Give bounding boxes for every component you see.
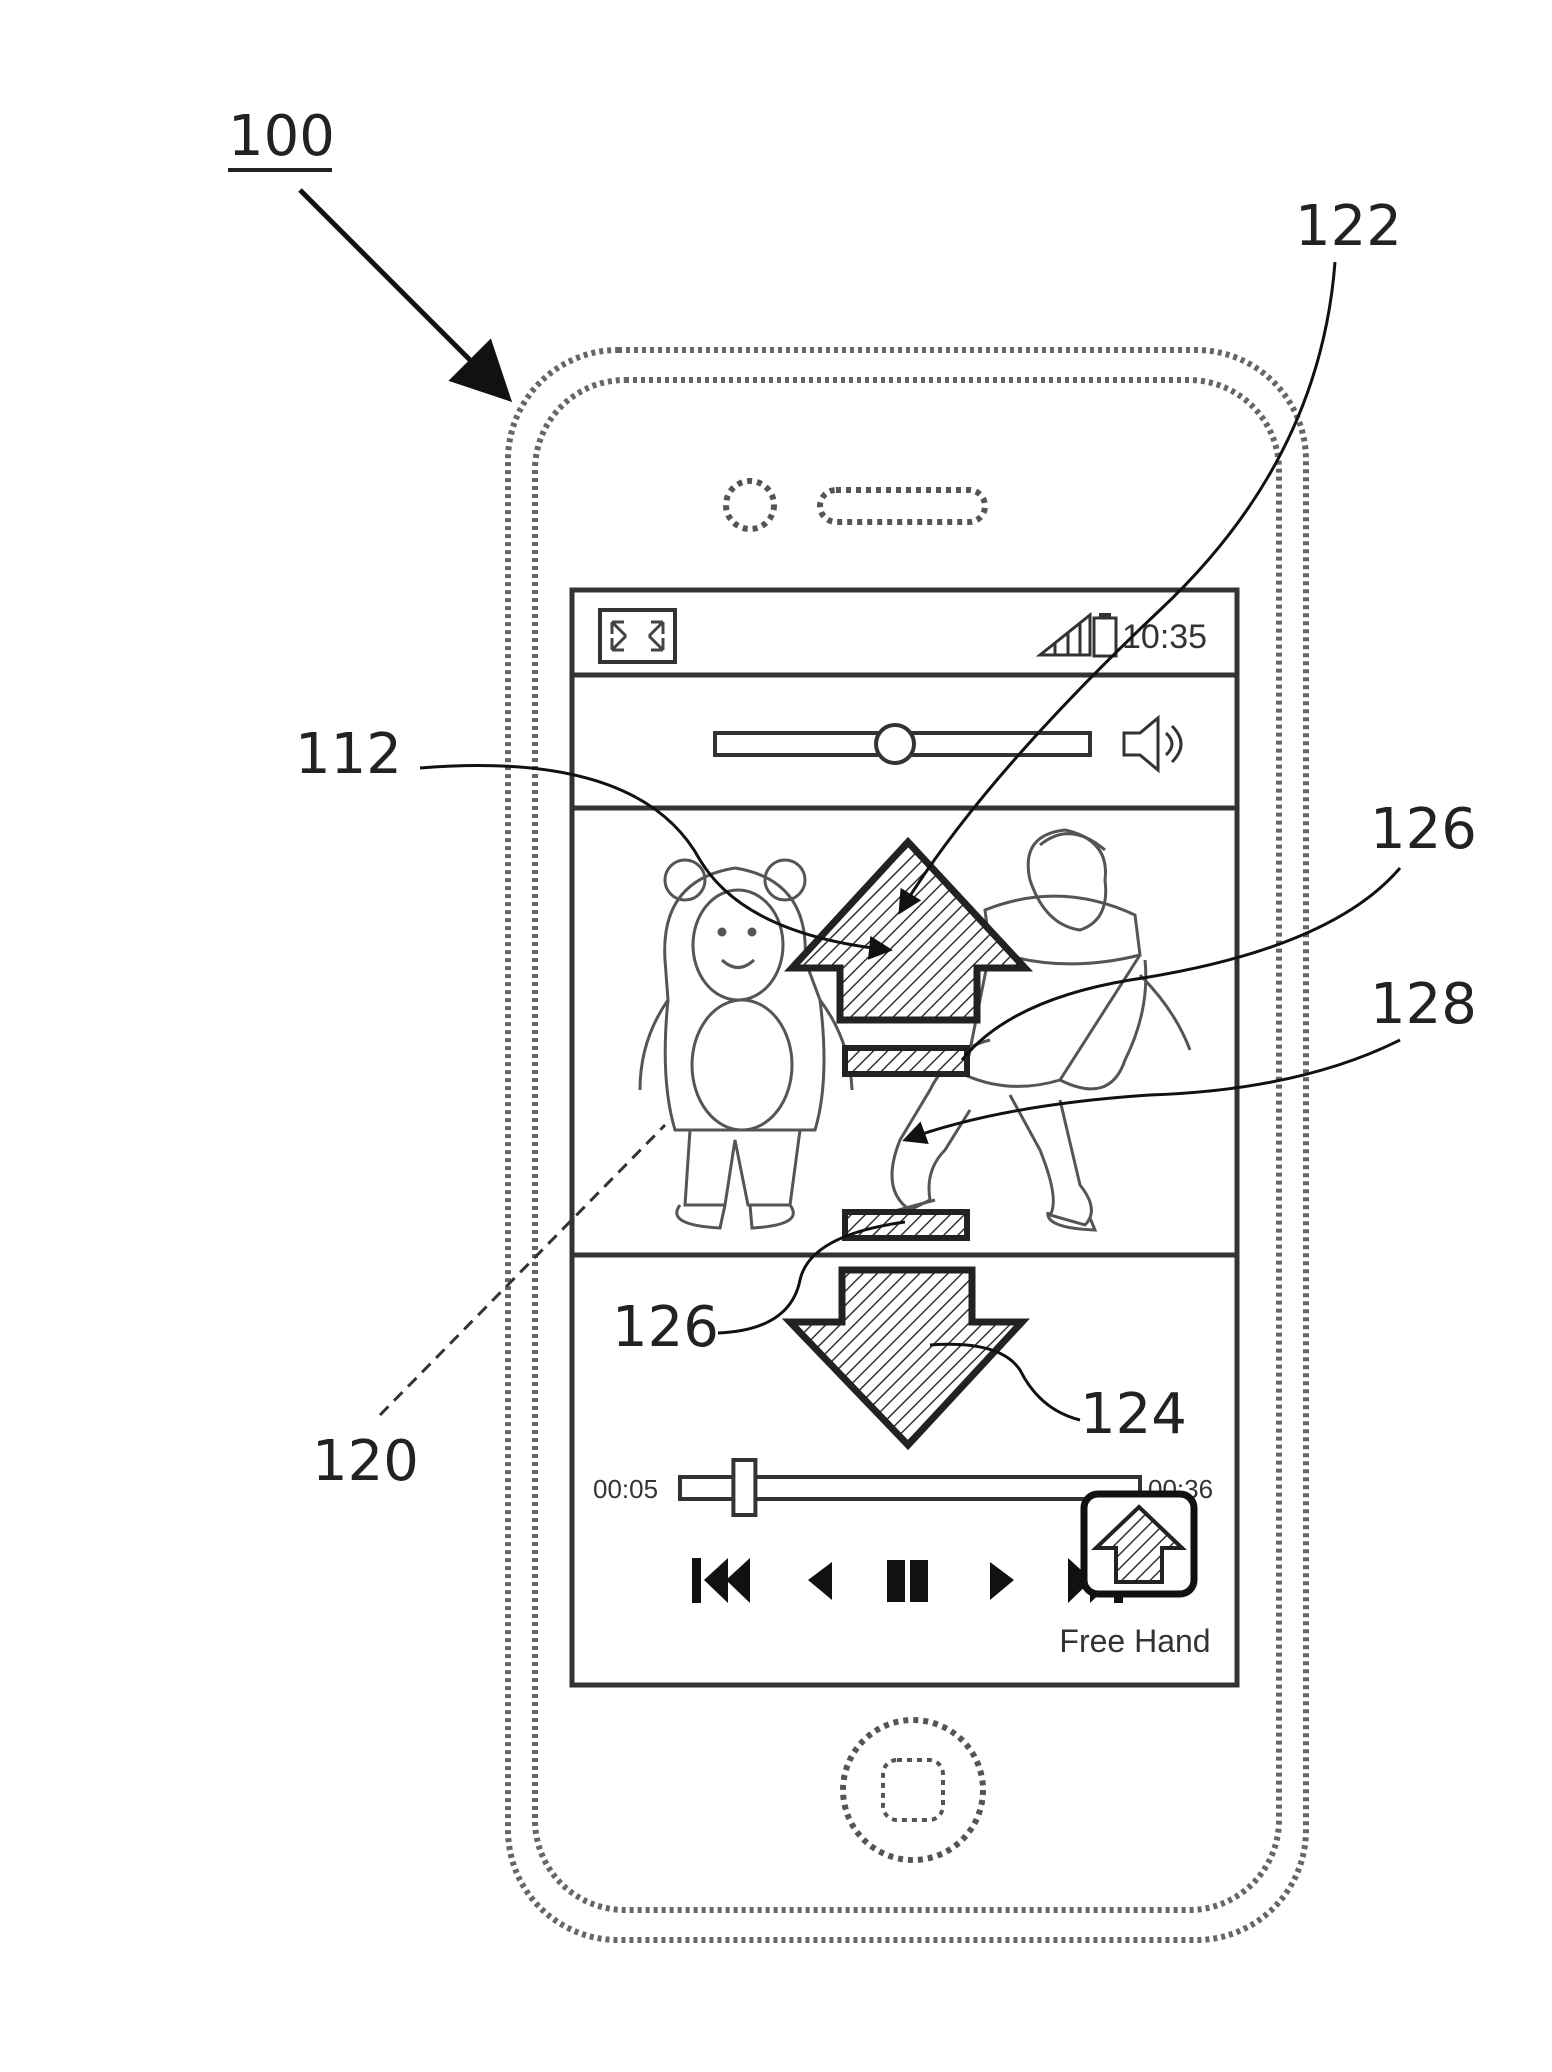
ref-112: 112: [295, 722, 402, 787]
swipe-zone-marker-upper: [845, 1048, 967, 1074]
seek-knob[interactable]: [733, 1460, 755, 1515]
ref-126-lower: 126: [612, 1295, 719, 1360]
ref-100: 100: [228, 104, 335, 169]
ref-122: 122: [1295, 194, 1402, 259]
ref-120: 120: [312, 1429, 419, 1494]
ref-128: 128: [1370, 972, 1477, 1037]
ref-126-upper: 126: [1370, 797, 1477, 862]
ref-124: 124: [1080, 1382, 1187, 1447]
ref-100-arrow: [300, 190, 505, 395]
swipe-zone-marker-lower: [845, 1212, 967, 1238]
earpiece-speaker: [820, 490, 985, 522]
status-time: 10:35: [1122, 618, 1207, 656]
volume-knob[interactable]: [876, 725, 914, 763]
elapsed-time: 00:05: [593, 1474, 658, 1504]
home-button[interactable]: [843, 1720, 983, 1860]
home-button-square-icon: [883, 1760, 943, 1820]
front-camera: [726, 481, 774, 529]
free-hand-label: Free Hand: [1059, 1623, 1210, 1659]
free-hand-button[interactable]: [1084, 1494, 1194, 1594]
